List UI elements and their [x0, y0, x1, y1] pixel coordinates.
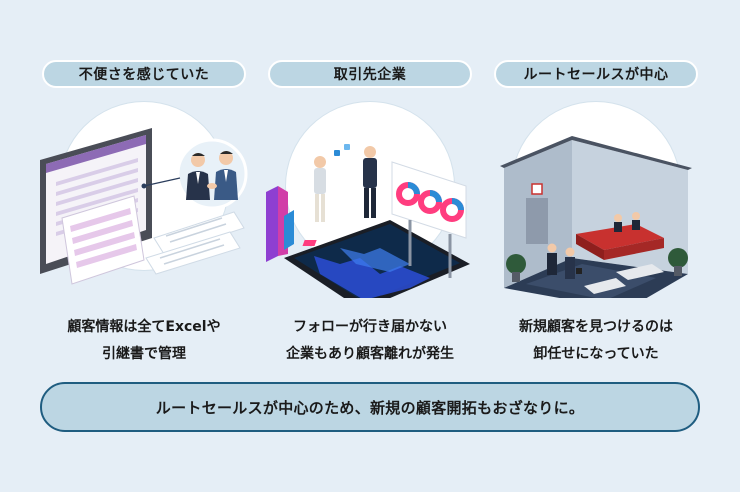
businessman-standing-icon — [363, 146, 377, 218]
panel-caption: フォローが行き届かない 企業もあり顧客離れが発生 — [260, 314, 480, 368]
panel-title: 不便さを感じていた — [42, 60, 246, 88]
clock-icon — [531, 183, 543, 195]
panel-title: 取引先企業 — [268, 60, 472, 88]
panel-caption: 新規顧客を見つけるのは 卸任せになっていた — [486, 314, 706, 368]
handshake-icon — [207, 183, 217, 189]
caption-line: 引継書で管理 — [102, 346, 186, 362]
caption-line: 企業もあり顧客離れが発生 — [286, 346, 454, 362]
floating-ui-icons — [334, 144, 350, 156]
donut-charts — [396, 182, 464, 222]
screen-toolbar — [46, 135, 146, 173]
office-lobby-illustration — [500, 136, 692, 298]
dashboard-tablet-illustration — [266, 144, 470, 298]
panel-route-sales: ルートセールスが中心 新規顧客を見つけるのは 卸任せになっていた — [486, 60, 706, 370]
panel-client-companies: 取引先企業 フォローが行き届かない 企業もあり顧客離れが発生 — [260, 60, 480, 370]
plant-icon — [668, 248, 688, 276]
panel-title: ルートセールスが中心 — [494, 60, 698, 88]
caption-line: フォローが行き届かない — [293, 319, 447, 335]
chart-highlight-marker — [302, 240, 317, 246]
bar-chart-column-purple — [266, 186, 278, 262]
document-2 — [145, 231, 241, 275]
reception-desk — [576, 224, 664, 250]
document-lines — [159, 217, 227, 265]
plant-icon — [506, 254, 526, 282]
bar-chart-column-blue — [284, 210, 294, 250]
receptionist-icons — [614, 212, 640, 232]
businessman-left-icon — [186, 153, 210, 200]
caption-line: 顧客情報は全てExcelや — [67, 319, 221, 335]
visitor-businessmen-icons — [547, 243, 582, 279]
lobby-sofa — [616, 264, 664, 280]
panel-caption: 顧客情報は全てExcelや 引継書で管理 — [34, 314, 254, 368]
computer-meeting-illustration — [40, 128, 248, 285]
caption-line: 卸任せになっていた — [533, 346, 659, 362]
spreadsheet-cells — [70, 208, 137, 268]
businessman-right-icon — [214, 151, 238, 200]
bubble-connector — [143, 177, 181, 187]
lobby-door — [526, 198, 548, 244]
panel-spreadsheet: 不便さを感じていた 顧客情報は全てExcelや 引継書で管理 — [34, 60, 254, 370]
summary-banner: ルートセールスが中心のため、新規の顧客開拓もおざなりに。 — [40, 382, 700, 432]
caption-line: 新規顧客を見つけるのは — [519, 319, 673, 335]
person-standing-icon — [314, 156, 326, 222]
